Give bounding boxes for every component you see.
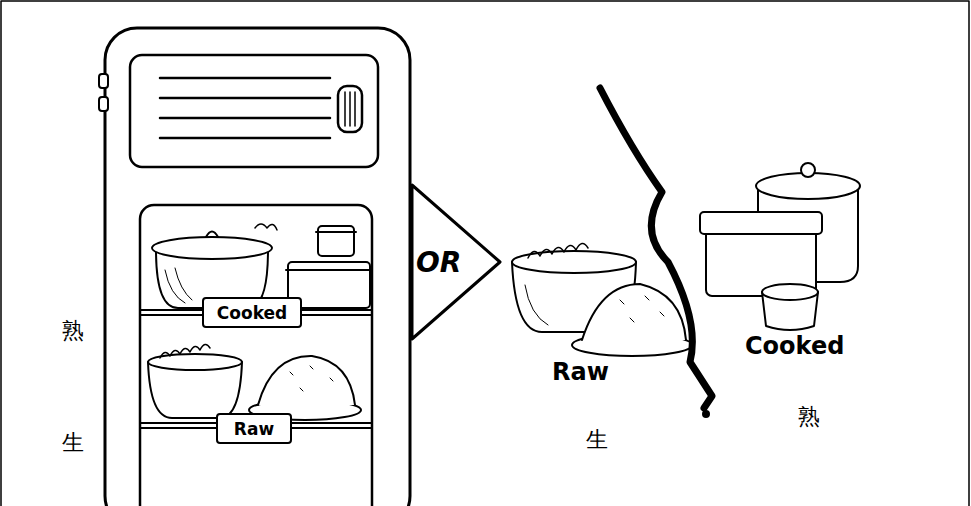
fridge-compartment (140, 205, 372, 506)
vent-lines (160, 78, 330, 138)
freezer-panel (130, 55, 378, 167)
arrow-outline (412, 185, 500, 339)
node-text: OR (416, 246, 461, 279)
node-text: Cooked (217, 303, 287, 323)
raw-meat (258, 356, 355, 405)
meat-texture (290, 366, 333, 391)
cooked-label: Cooked (745, 332, 844, 360)
meat-texture (620, 296, 664, 322)
box-lid (286, 269, 372, 271)
fridge-hinge (99, 74, 108, 88)
bowl-shading (525, 285, 548, 325)
shelf-tag: Raw (216, 413, 292, 444)
shelf-tag: Cooked (202, 297, 302, 328)
or-arrow: OR (408, 182, 504, 342)
raw-label: Raw (552, 358, 609, 386)
raw-meat (582, 284, 686, 340)
steam (255, 224, 277, 230)
fridge-dial (338, 86, 362, 132)
raw-food (160, 344, 210, 358)
cup-lid (762, 284, 818, 300)
chinese-label: 生 (586, 425, 608, 455)
dial-grip (345, 92, 355, 126)
lid-knob (801, 163, 815, 177)
divider-dot (703, 411, 709, 417)
pot-shading (165, 268, 192, 303)
jar-lid (316, 231, 356, 233)
divider-line (600, 88, 712, 408)
chinese-label: 熟 (798, 402, 820, 432)
cooked-jar (318, 226, 354, 256)
chinese-label: 熟 (62, 316, 84, 346)
box-lid (700, 212, 822, 234)
raw-food (528, 243, 588, 258)
pot-lid (152, 237, 272, 259)
node-text: Raw (234, 419, 274, 439)
bowl-rim (148, 354, 242, 370)
lid-knob (206, 232, 218, 238)
fridge-body (105, 28, 410, 506)
fridge-hinge (99, 97, 108, 111)
chinese-label: 生 (62, 428, 84, 458)
